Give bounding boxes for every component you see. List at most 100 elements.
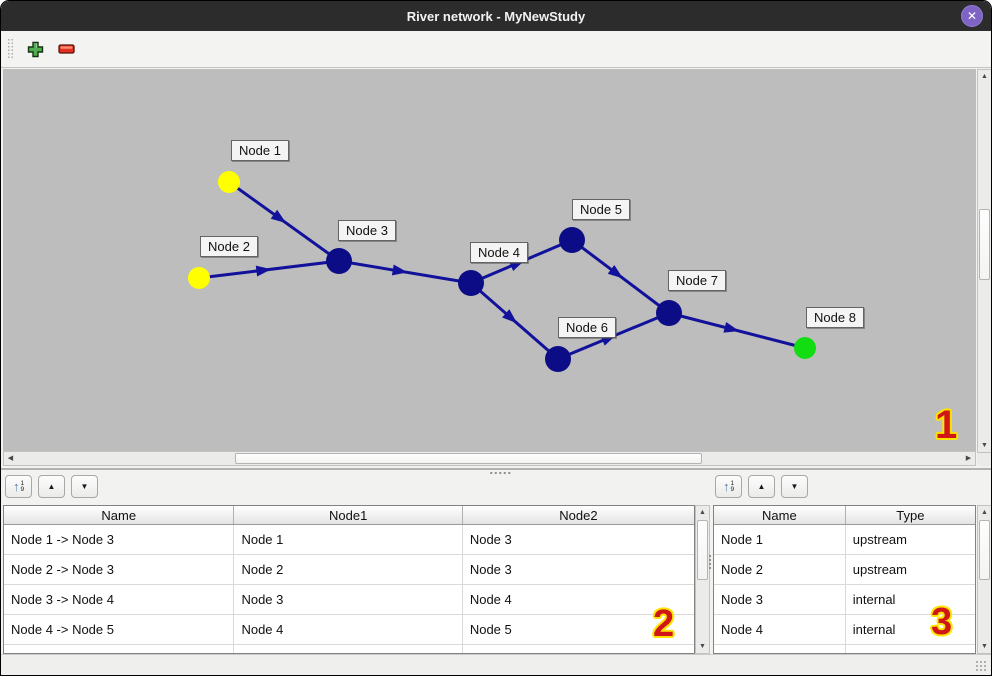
- som-annotation-3: 3: [931, 601, 953, 643]
- horizontal-splitter[interactable]: [1, 468, 991, 470]
- nodes-move-up-button[interactable]: ▲: [748, 475, 775, 498]
- empty-row: [714, 645, 975, 653]
- table-cell[interactable]: Node 3: [469, 532, 512, 547]
- canvas-vscroll-thumb[interactable]: [979, 209, 990, 280]
- down-arrow-icon: ▼: [790, 481, 799, 491]
- column-header[interactable]: Node2: [559, 507, 598, 523]
- scroll-down-icon[interactable]: ▼: [981, 643, 988, 650]
- table-cell[interactable]: Node 1: [234, 525, 463, 554]
- table-cell[interactable]: Node 3 -> Node 4: [4, 585, 235, 614]
- link-arrow-icon: [255, 265, 272, 277]
- table-cell[interactable]: Node 1: [714, 525, 846, 554]
- remove-node-button[interactable]: [54, 36, 80, 62]
- links-move-down-button[interactable]: ▼: [71, 475, 98, 498]
- node-label[interactable]: Node 8: [806, 307, 864, 328]
- empty-cell: [234, 645, 463, 653]
- table-cell[interactable]: internal: [852, 622, 896, 637]
- close-icon: ✕: [966, 9, 978, 23]
- river-node[interactable]: [794, 337, 816, 359]
- canvas-hscroll-thumb[interactable]: [235, 453, 702, 464]
- table-cell[interactable]: internal: [852, 592, 896, 607]
- toolbar-drag-handle[interactable]: [7, 38, 14, 60]
- scroll-down-icon[interactable]: ▼: [981, 442, 988, 449]
- column-header[interactable]: Name: [4, 506, 235, 524]
- node-label[interactable]: Node 6: [558, 317, 616, 338]
- link-arrow-icon: [391, 264, 408, 276]
- scroll-left-icon[interactable]: ◀: [7, 455, 14, 462]
- river-node[interactable]: [545, 346, 571, 372]
- canvas-vertical-scrollbar[interactable]: ▲ ▼: [977, 69, 991, 453]
- table-cell[interactable]: Node 2: [234, 555, 463, 584]
- table-cell[interactable]: Node 2 -> Node 3: [4, 555, 235, 584]
- column-header[interactable]: Node1: [234, 506, 463, 524]
- splitter-handle-icon[interactable]: [489, 471, 511, 475]
- table-row[interactable]: Node 1 upstream: [714, 525, 975, 555]
- links-table-scrollbar[interactable]: ▲ ▼: [695, 505, 710, 654]
- table-cell[interactable]: upstream: [852, 532, 907, 547]
- table-row[interactable]: Node 3 internal: [714, 585, 975, 615]
- table-cell[interactable]: Node 4: [714, 615, 846, 644]
- scroll-down-icon[interactable]: ▼: [699, 643, 706, 650]
- canvas-horizontal-scrollbar[interactable]: ◀ ▶: [3, 451, 976, 466]
- river-network-canvas[interactable]: Node 1 Node 2 Node 3 Node 4 Node 5 Node 6 Node…: [3, 69, 976, 451]
- title-bar[interactable]: River network - MyNewStudy ✕: [1, 1, 991, 31]
- table-row[interactable]: Node 4 internal: [714, 615, 975, 645]
- table-cell[interactable]: Node 3: [469, 562, 512, 577]
- table-cell[interactable]: Node 3: [234, 585, 463, 614]
- river-node[interactable]: [188, 267, 210, 289]
- add-node-button[interactable]: [22, 36, 48, 62]
- table-cell[interactable]: upstream: [852, 562, 907, 577]
- down-arrow-icon: ▼: [80, 481, 89, 491]
- node-label[interactable]: Node 2: [200, 236, 258, 257]
- node-label[interactable]: Node 3: [338, 220, 396, 241]
- close-button[interactable]: ✕: [961, 5, 983, 27]
- empty-cell: [714, 645, 846, 653]
- node-label[interactable]: Node 4: [470, 242, 528, 263]
- up-arrow-icon: ▲: [757, 481, 766, 491]
- main-toolbar: [1, 31, 991, 68]
- table-cell[interactable]: Node 4: [234, 615, 463, 644]
- table-cell[interactable]: Node 2: [714, 555, 846, 584]
- resize-grip-icon[interactable]: [975, 660, 987, 672]
- column-header[interactable]: Type: [896, 507, 925, 523]
- links-scroll-thumb[interactable]: [697, 520, 708, 580]
- column-header[interactable]: Name: [714, 506, 846, 524]
- links-move-up-button[interactable]: ▲: [38, 475, 65, 498]
- table-row[interactable]: Node 2 upstream: [714, 555, 975, 585]
- node-label[interactable]: Node 5: [572, 199, 630, 220]
- nodes-move-down-button[interactable]: ▼: [781, 475, 808, 498]
- river-node[interactable]: [218, 171, 240, 193]
- scroll-up-icon[interactable]: ▲: [981, 509, 988, 516]
- scroll-up-icon[interactable]: ▲: [981, 73, 988, 80]
- link-arrow-icon: [723, 322, 740, 333]
- table-cell[interactable]: Node 4 -> Node 5: [4, 615, 235, 644]
- scroll-up-icon[interactable]: ▲: [699, 509, 706, 516]
- window-title: River network - MyNewStudy: [406, 8, 586, 24]
- river-node[interactable]: [656, 300, 682, 326]
- node-label[interactable]: Node 1: [231, 140, 289, 161]
- table-cell[interactable]: Node 5: [469, 622, 512, 637]
- vertical-splitter-handle[interactable]: [708, 554, 712, 570]
- table-cell[interactable]: Node 1 -> Node 3: [4, 525, 235, 554]
- river-node[interactable]: [326, 248, 352, 274]
- river-node[interactable]: [559, 227, 585, 253]
- nodes-scroll-thumb[interactable]: [979, 520, 990, 580]
- table-cell[interactable]: Node 4: [469, 592, 512, 607]
- table-cell[interactable]: Node 3: [714, 585, 846, 614]
- link-arrow-icon: [607, 264, 624, 279]
- river-node[interactable]: [458, 270, 484, 296]
- scroll-right-icon[interactable]: ▶: [965, 455, 972, 462]
- nodes-table-scrollbar[interactable]: ▲ ▼: [977, 505, 991, 654]
- node-label[interactable]: Node 7: [668, 270, 726, 291]
